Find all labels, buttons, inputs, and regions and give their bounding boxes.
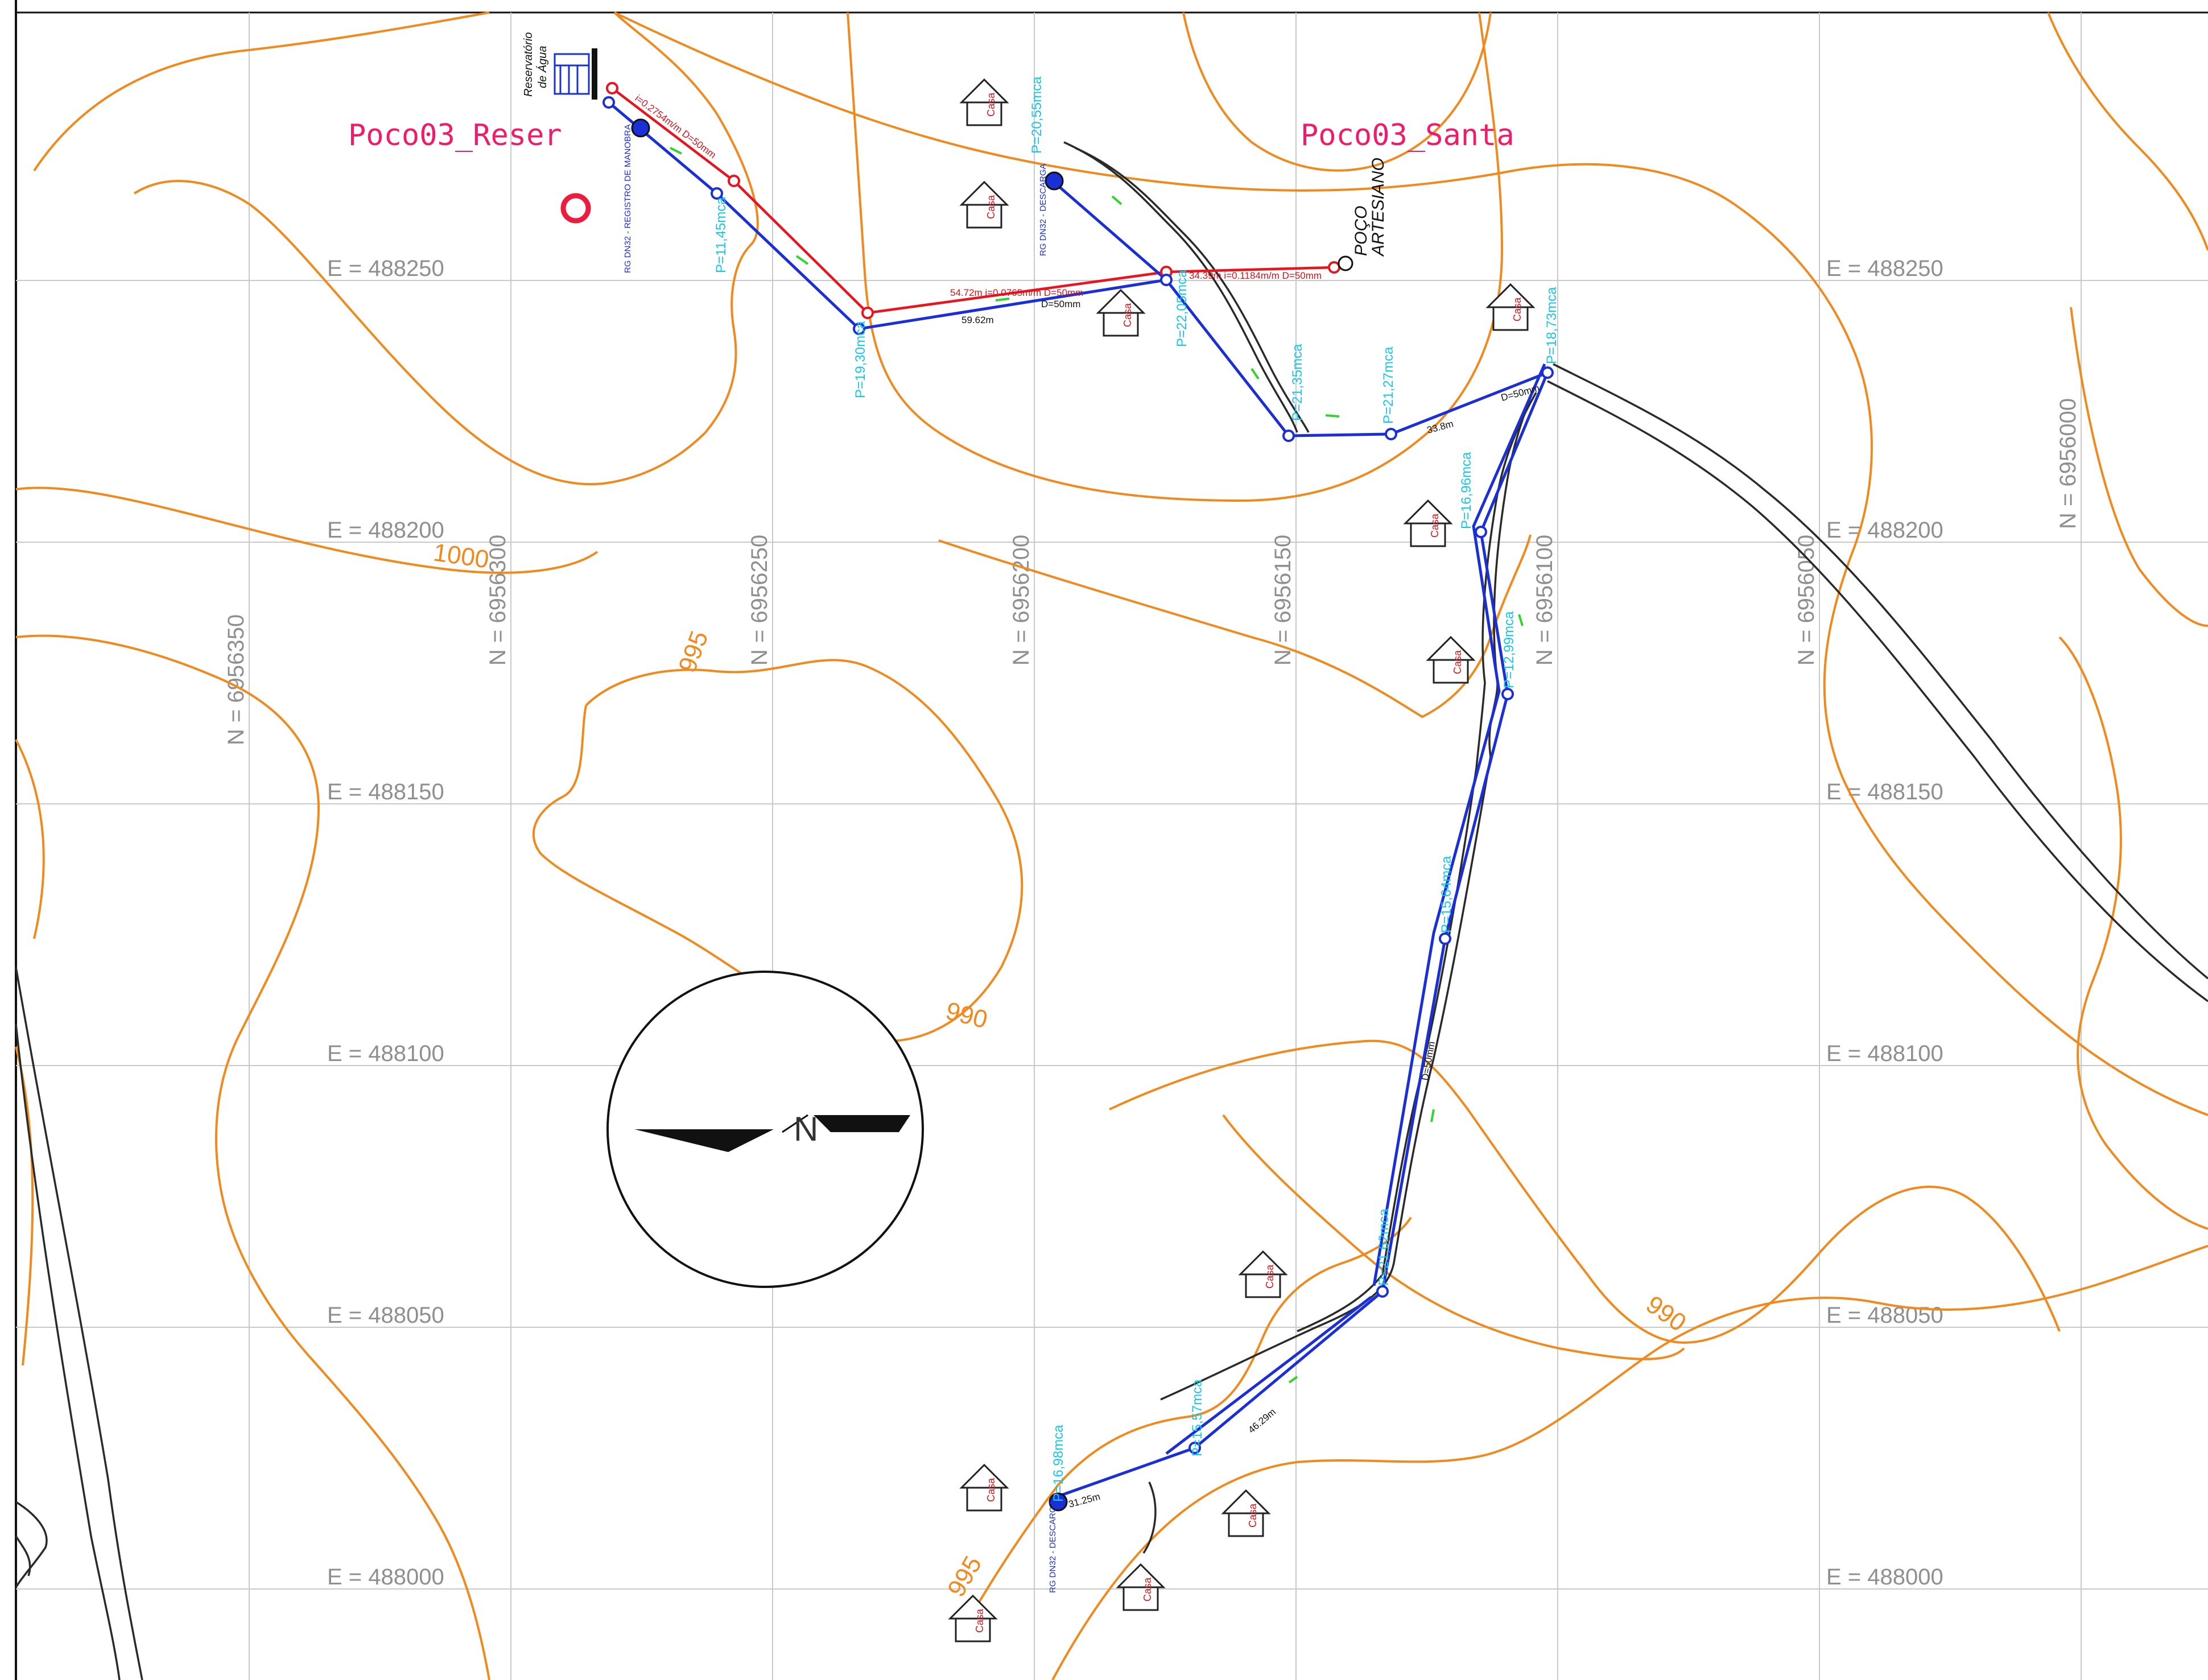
house-markers xyxy=(948,78,1536,1642)
well-label: ARTESIANO xyxy=(1369,158,1388,257)
grid-label-e-left: E = 488250 xyxy=(327,256,444,281)
grid-easting xyxy=(16,280,2208,1590)
reservoir-label: de Água xyxy=(536,46,549,88)
flow-arrows xyxy=(670,147,1524,1384)
house-label: Casa xyxy=(1264,1264,1276,1289)
grid-label-e-left: E = 488000 xyxy=(327,1565,444,1590)
north-arrow xyxy=(606,971,924,1288)
well-label: POÇO xyxy=(1352,206,1371,256)
house-label: Casa xyxy=(985,1477,997,1502)
grid-label-e-right: E = 488150 xyxy=(1826,779,1943,804)
pressure-label: P=22,05mca xyxy=(1174,270,1190,347)
grid-label-n: N = 6956050 xyxy=(1794,535,1819,666)
reservoir-icon xyxy=(554,48,597,100)
grid-label-e-right: E = 488000 xyxy=(1826,1565,1943,1590)
house-icon xyxy=(959,180,1009,229)
contour-label: 995 xyxy=(942,1551,987,1601)
house-label: Casa xyxy=(985,195,997,219)
house-icon xyxy=(959,1463,1009,1512)
pressure-label: P=21,27mca xyxy=(1381,346,1396,424)
valve-label: RG DN32 - REGISTRO DE MANOBRA xyxy=(623,124,633,273)
contour-lines xyxy=(15,11,2208,1680)
grid-label-n: N = 6956000 xyxy=(2056,398,2081,529)
contour-label: 995 xyxy=(673,628,713,676)
grid-label-n: N = 6956200 xyxy=(1009,535,1034,666)
contour-label: 990 xyxy=(1641,1290,1691,1337)
zone-title-santa: Poco03_Santa xyxy=(1301,118,1514,152)
grid-label-e-right: E = 488200 xyxy=(1826,518,1943,543)
pressure-label: P=15,64mca xyxy=(1439,856,1454,933)
pressure-label: P=19,30mca xyxy=(853,321,868,398)
house-label: Casa xyxy=(1512,297,1523,321)
pipe-note: D=50mm xyxy=(1041,299,1080,309)
house-icon xyxy=(959,78,1009,126)
well-icon xyxy=(1338,255,1353,271)
house-label: Casa xyxy=(985,92,997,117)
grid-label-e-left: E = 488200 xyxy=(327,518,444,543)
house-icon xyxy=(1096,288,1146,337)
grid-label-n: N = 6956300 xyxy=(485,535,510,666)
pressure-label: P=20,55mca xyxy=(1029,76,1045,154)
pipe-note: 31.25m xyxy=(1067,1491,1101,1510)
north-arrow-letter: N xyxy=(794,1110,818,1148)
reservoir-label: Reservatório xyxy=(522,32,535,97)
grid-label-e-left: E = 488100 xyxy=(327,1041,444,1066)
pipe-note: 59.62m xyxy=(961,315,994,325)
house-label: Casa xyxy=(1122,303,1133,327)
house-icon xyxy=(1403,499,1453,547)
pressure-label: P=18,73mca xyxy=(1544,287,1559,364)
grid-label-e-right: E = 488100 xyxy=(1826,1041,1943,1066)
pressure-label: P=16,98mca xyxy=(1051,1425,1066,1502)
pressure-label: P=11,45mca xyxy=(713,197,729,273)
house-label: Casa xyxy=(1452,650,1463,674)
grid-label-e-left: E = 488150 xyxy=(327,779,444,804)
pressure-label: P=21,35mca xyxy=(1290,344,1305,421)
grid-label-n: N = 6956350 xyxy=(224,614,249,745)
grid-label-e-right: E = 488250 xyxy=(1826,256,1943,281)
valve-label: RG DN32 - DESCARGA xyxy=(1048,1500,1058,1593)
house-label: Casa xyxy=(1247,1503,1258,1528)
house-label: Casa xyxy=(1142,1577,1153,1601)
grid-label-e-left: E = 488050 xyxy=(327,1303,444,1328)
road xyxy=(15,141,2208,1680)
marker-circle xyxy=(560,193,591,224)
pipe-note-red: 34.39m i=0.1184m/m D=50mm xyxy=(1189,270,1322,281)
grid-northing xyxy=(249,13,2082,1680)
pressure-label: P=12,99mca xyxy=(1501,611,1517,688)
house-label: Casa xyxy=(1429,513,1441,538)
pipe-note: 33.8m xyxy=(1426,418,1455,436)
house-icon xyxy=(1221,1489,1271,1537)
pipe-note: 46.29m xyxy=(1246,1406,1278,1435)
contour-label: 990 xyxy=(943,997,990,1034)
house-icon xyxy=(1116,1563,1166,1611)
grid-label-n: N = 6956250 xyxy=(747,535,772,666)
grid-label-e-right: E = 488050 xyxy=(1826,1303,1943,1328)
grid-label-n: N = 6956100 xyxy=(1532,535,1557,666)
house-icon xyxy=(1238,1250,1288,1298)
house-icon xyxy=(948,1594,998,1642)
house-icon xyxy=(1485,283,1536,331)
pressure-label: P=15,57mca xyxy=(1190,1379,1205,1456)
network-nodes xyxy=(602,82,1554,1512)
house-icon xyxy=(1426,635,1476,684)
pipe-note-red: 54.72m i=0.0765m/m D=50mm xyxy=(950,287,1083,298)
zone-title-reservoir: Poco03_Reser xyxy=(348,118,562,152)
house-label: Casa xyxy=(974,1608,985,1633)
pressure-label: P=21,62mca xyxy=(1376,1208,1392,1286)
valve-label: RG DN32 - DESCARGA xyxy=(1038,163,1048,256)
pressure-label: P=16,96mca xyxy=(1459,452,1474,529)
